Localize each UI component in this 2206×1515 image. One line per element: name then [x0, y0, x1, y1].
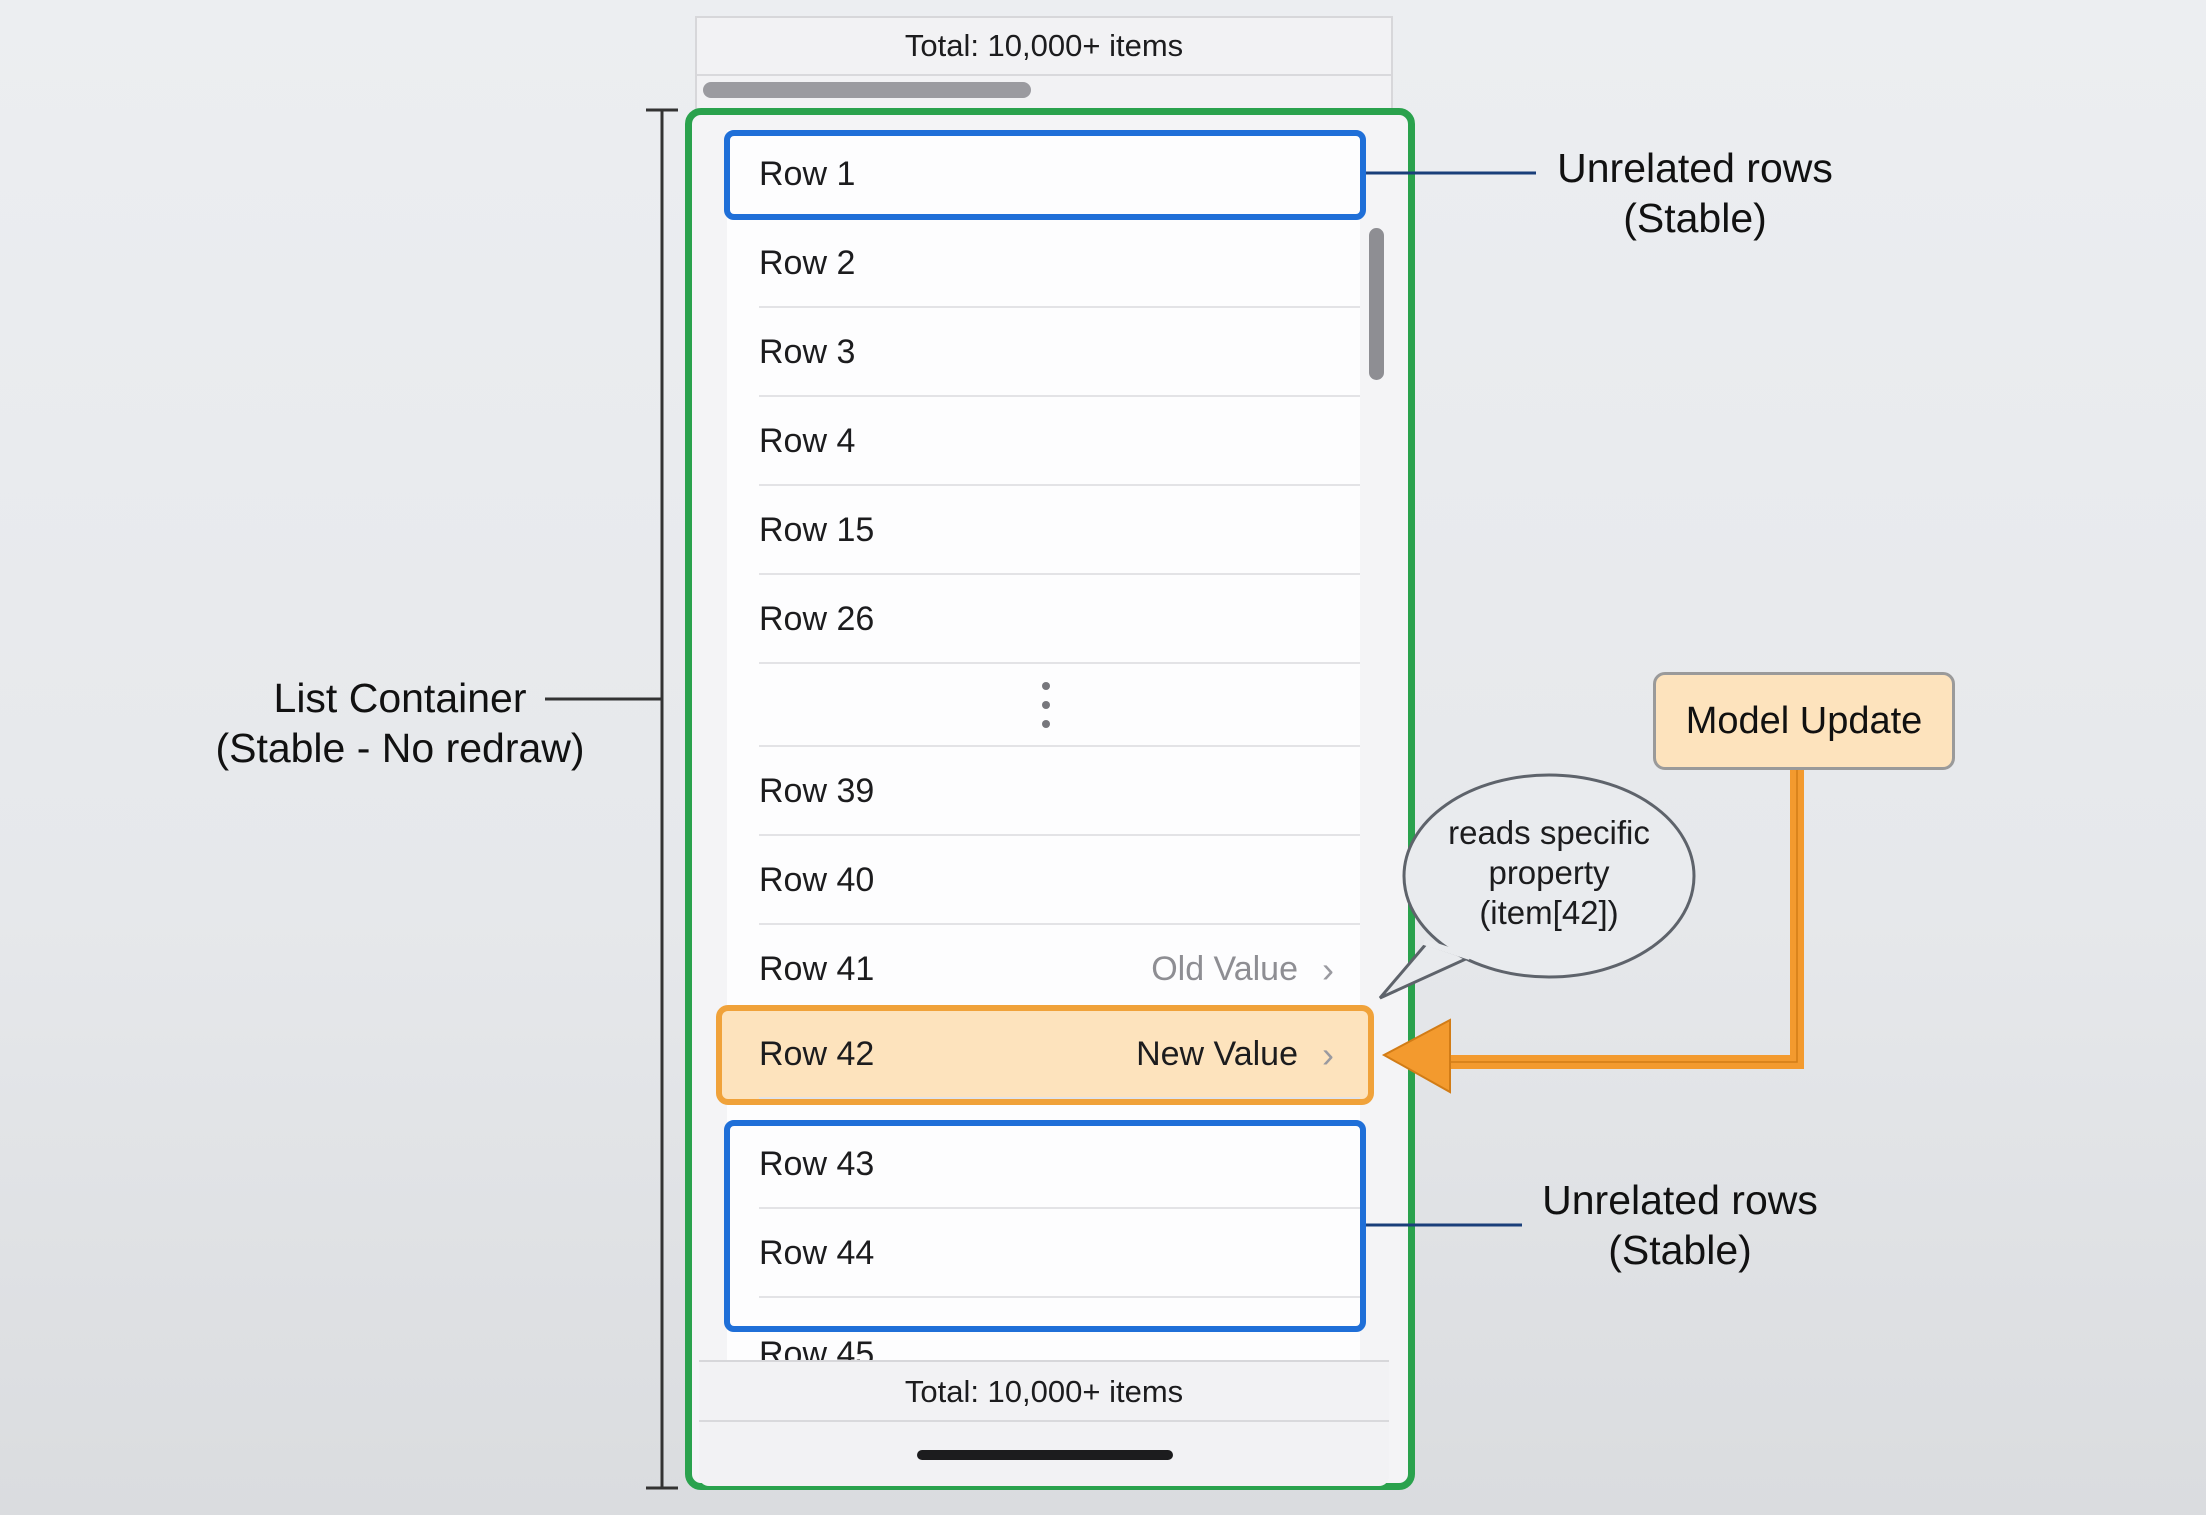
list-row-2[interactable]: Row 2 — [727, 219, 1360, 308]
updated-row-highlight — [716, 1005, 1374, 1105]
footer-total-count: Total: 10,000+ items — [904, 1374, 1184, 1409]
annotation-line-2: (Stable - No redraw) — [215, 725, 585, 771]
bubble-line-2: property — [1488, 854, 1610, 891]
list-gap-row — [727, 664, 1360, 747]
row-label: Row 1 — [759, 155, 856, 193]
list-row-44[interactable]: Row 44 — [727, 1209, 1360, 1298]
speech-bubble-text: reads specific property (item[42]) — [1396, 813, 1702, 933]
list-row-42[interactable]: Row 42 New Value › — [727, 1010, 1360, 1099]
list-row-40[interactable]: Row 40 — [727, 836, 1360, 925]
chevron-right-icon: › — [1322, 1034, 1334, 1075]
annotation-line-1: List Container — [273, 675, 527, 721]
list-row-45[interactable]: Row 45 — [727, 1320, 1360, 1360]
row-label: Row 41 — [759, 950, 875, 988]
row-label: Row 42 — [759, 1035, 875, 1073]
bubble-line-1: reads specific — [1448, 814, 1650, 851]
home-indicator[interactable] — [917, 1450, 1173, 1460]
vertical-ellipsis-icon — [1040, 682, 1052, 732]
annotation-line-2: (Stable) — [1623, 195, 1767, 241]
bubble-line-3: (item[42]) — [1479, 894, 1619, 931]
annotation-line-2: (Stable) — [1608, 1227, 1752, 1273]
stable-rows-highlight-bottom — [724, 1120, 1366, 1332]
row-label: Row 3 — [759, 333, 856, 371]
list-row-26[interactable]: Row 26 — [727, 575, 1360, 664]
annotation-line-1: Unrelated rows — [1557, 145, 1833, 191]
annotation-unrelated-rows-bottom: Unrelated rows (Stable) — [1515, 1175, 1845, 1275]
annotation-line-1: Unrelated rows — [1542, 1177, 1818, 1223]
header-total-count: Total: 10,000+ items — [904, 28, 1184, 63]
row-label: Row 40 — [759, 861, 875, 899]
model-update-box: Model Update — [1653, 672, 1955, 770]
row-label: Row 45 — [759, 1335, 875, 1360]
row-label: Row 26 — [759, 600, 875, 638]
row-label: Row 2 — [759, 244, 856, 282]
vertical-scroll-indicator[interactable] — [1369, 228, 1384, 380]
horizontal-scroll-indicator[interactable] — [703, 82, 1031, 98]
header-divider — [697, 74, 1391, 76]
row-old-value: Old Value — [1151, 950, 1298, 988]
list-row-43[interactable]: Row 43 — [727, 1120, 1360, 1209]
container-bracket — [545, 108, 678, 1490]
list-footer-bar — [699, 1360, 1389, 1486]
footer-divider — [699, 1420, 1389, 1422]
row-label: Row 15 — [759, 511, 875, 549]
list-row-4[interactable]: Row 4 — [727, 397, 1360, 486]
row-label: Row 43 — [759, 1145, 875, 1183]
annotation-unrelated-rows-top: Unrelated rows (Stable) — [1530, 143, 1860, 243]
chevron-right-icon: › — [1322, 949, 1334, 990]
update-arrow-head — [1381, 1018, 1451, 1094]
list-row-15[interactable]: Row 15 — [727, 486, 1360, 575]
annotation-list-container: List Container (Stable - No redraw) — [180, 673, 620, 773]
row-label: Row 44 — [759, 1234, 875, 1272]
row-new-value: New Value — [1136, 1035, 1298, 1073]
list-row-39[interactable]: Row 39 — [727, 747, 1360, 836]
speech-bubble — [1378, 773, 1696, 1000]
row-label: Row 4 — [759, 422, 856, 460]
stable-rows-highlight-top — [724, 130, 1366, 220]
row-label: Row 39 — [759, 772, 875, 810]
list-row-3[interactable]: Row 3 — [727, 308, 1360, 397]
